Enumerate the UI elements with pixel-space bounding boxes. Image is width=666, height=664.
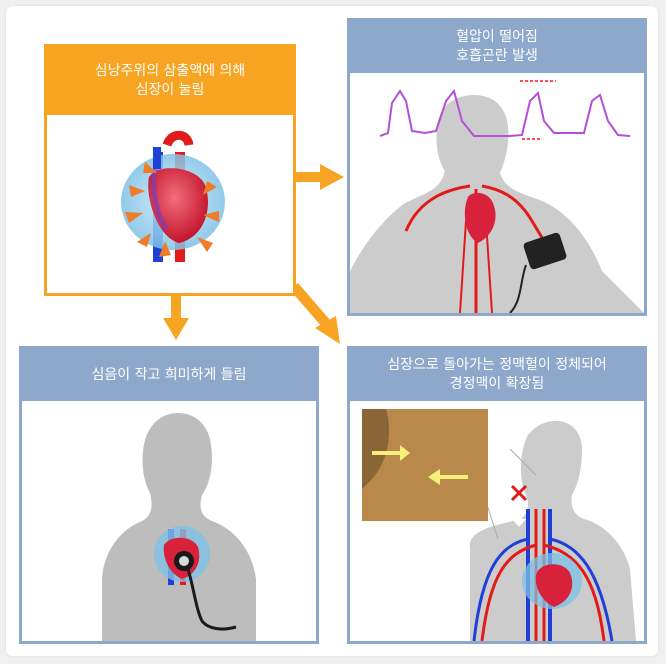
arrow-diagonal-head <box>315 316 340 344</box>
aortic-arch <box>162 130 194 147</box>
compressed-heart-illustration <box>121 130 225 262</box>
panel-title-line2: 호흡곤란 발생 <box>456 48 538 64</box>
panel-title-line1: 혈압이 떨어짐 <box>456 29 538 45</box>
panel-title-line2: 경정맥이 확장됨 <box>449 376 545 392</box>
heart <box>535 564 573 607</box>
stethoscope-illustration <box>102 413 256 641</box>
neck-photo-shadow <box>362 409 390 489</box>
stethoscope-tube <box>186 568 237 631</box>
panel-header: 심장으로 돌아가는 정맥혈이 정체되어 경정맥이 확장됨 <box>350 349 644 401</box>
jugular-vein-illustration <box>362 409 636 641</box>
bp-cuff <box>523 232 567 270</box>
body-silhouette <box>469 421 636 641</box>
arrow-right-head <box>320 164 344 190</box>
panel-title-line1: 심장으로 돌아가는 정맥혈이 정체되어 <box>387 357 607 373</box>
bp-pulse-waveform <box>379 88 631 137</box>
panel-title-line2: 심장이 눌림 <box>135 82 205 98</box>
svc <box>153 147 161 169</box>
panel-header: 혈압이 떨어짐 호흡곤란 발생 <box>350 21 644 73</box>
zoom-line <box>509 448 537 476</box>
panel-header: 심낭주위의 삼출액에 의해 심장이 눌림 <box>47 47 293 115</box>
arrow-right-shaft <box>296 172 322 182</box>
body-silhouette <box>350 95 644 313</box>
panel-heart-sound: 심음이 작고 희미하게 들림 <box>19 346 319 644</box>
subclavian-arteries <box>480 543 606 641</box>
panel-title-line1: 심낭주위의 삼출액에 의해 <box>94 63 246 79</box>
photo-arrows <box>372 445 468 485</box>
heart <box>464 192 496 243</box>
arrow-down-head <box>163 318 189 340</box>
arrow-down-shaft <box>171 296 181 320</box>
pressure-arrows <box>125 162 219 257</box>
blood-pressure-illustration <box>350 80 644 313</box>
panel-blood-pressure: 혈압이 떨어짐 호흡곤란 발생 <box>347 18 647 316</box>
heart-vein-overlay <box>151 168 170 231</box>
panel-heart-compressed: 심낭주위의 삼출액에 의해 심장이 눌림 <box>44 44 296 296</box>
blocked-x-mark <box>510 484 528 502</box>
panel-header: 심음이 작고 희미하게 들림 <box>22 349 316 401</box>
bp-cuff-tube <box>509 264 527 313</box>
stethoscope-diaphragm <box>179 556 189 566</box>
panel-title: 심음이 작고 희미하게 들림 <box>91 366 247 383</box>
subclavian-veins <box>472 537 614 641</box>
panel-jugular-vein: 심장으로 돌아가는 정맥혈이 정체되어 경정맥이 확장됨 <box>347 346 647 644</box>
arrow-diagonal-shaft <box>290 283 330 327</box>
down-arrow-icon <box>512 511 526 527</box>
